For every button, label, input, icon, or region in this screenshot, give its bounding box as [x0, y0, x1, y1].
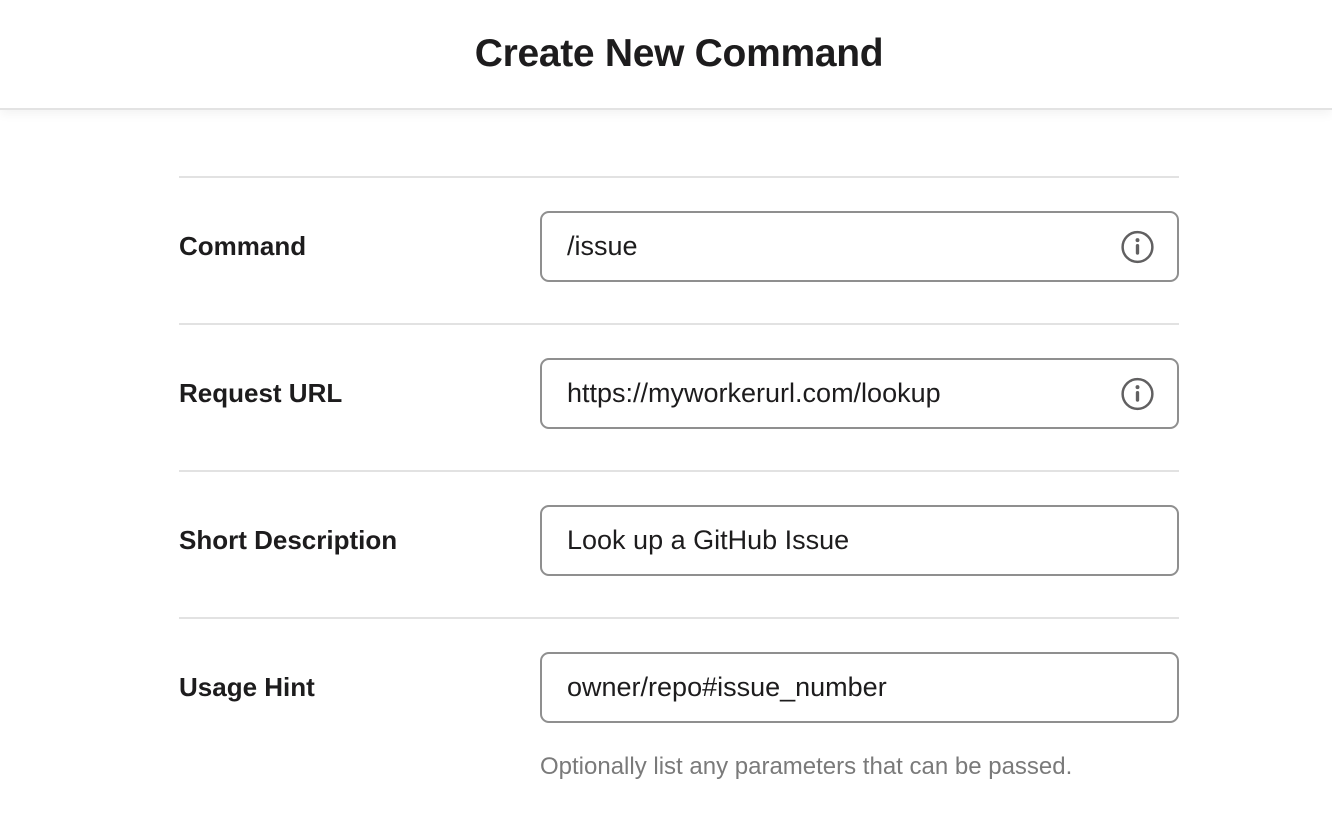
page-title: Create New Command [474, 32, 884, 75]
info-icon[interactable] [1120, 229, 1155, 264]
short-description-input[interactable] [540, 505, 1179, 576]
usage-hint-field-col: Optionally list any parameters that can … [540, 652, 1179, 782]
command-label: Command [179, 231, 307, 261]
usage-hint-input[interactable] [540, 652, 1179, 723]
usage-hint-help-text: Optionally list any parameters that can … [540, 753, 1073, 780]
page-header: Create New Command [0, 0, 1332, 110]
info-icon[interactable] [1120, 376, 1155, 411]
short-description-input-wrap [540, 505, 1179, 576]
command-input[interactable] [540, 211, 1179, 282]
form-row-short-description: Short Description [179, 470, 1179, 617]
usage-hint-label: Usage Hint [179, 672, 315, 702]
command-field-col [540, 211, 1179, 282]
request-url-input[interactable] [540, 358, 1179, 429]
request-url-input-wrap [540, 358, 1179, 429]
command-input-wrap [540, 211, 1179, 282]
form-row-request-url: Request URL [179, 323, 1179, 470]
request-url-label: Request URL [179, 378, 343, 408]
short-description-field-col [540, 505, 1179, 576]
short-description-label: Short Description [179, 525, 398, 555]
request-url-field-col [540, 358, 1179, 429]
form-row-usage-hint: Usage Hint Optionally list any parameter… [179, 617, 1179, 823]
form-row-command: Command [179, 176, 1179, 323]
usage-hint-input-wrap [540, 652, 1179, 723]
command-form: Command Request URL [0, 110, 1332, 823]
